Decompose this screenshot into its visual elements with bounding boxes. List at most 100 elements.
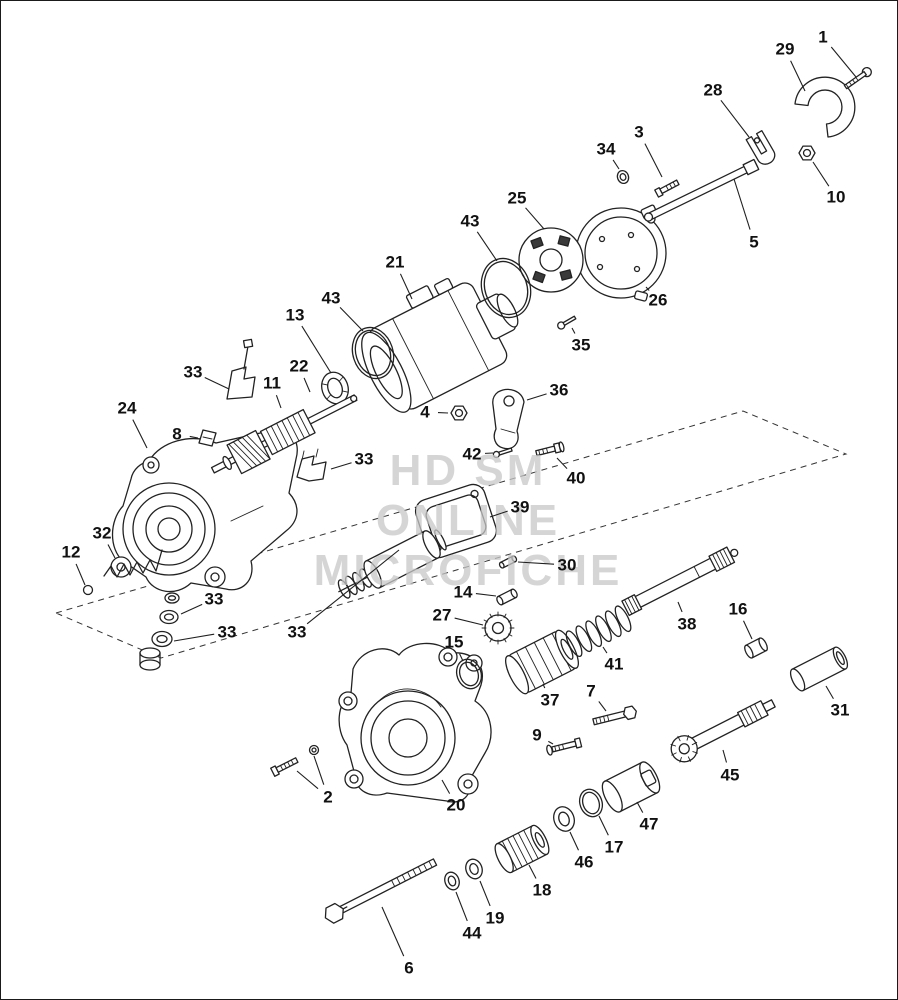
callout-8: 8 bbox=[172, 425, 181, 444]
callout-33: 33 bbox=[218, 623, 237, 642]
brush-bracket-33 bbox=[296, 448, 327, 482]
callout-35: 35 bbox=[572, 336, 591, 355]
washer-19 bbox=[465, 858, 483, 880]
o-ring-34 bbox=[616, 169, 630, 185]
callout-leader-32 bbox=[107, 544, 116, 559]
callout-6: 6 bbox=[404, 959, 413, 978]
callout-10: 10 bbox=[827, 188, 846, 207]
starter-motor-housing-21 bbox=[361, 277, 519, 413]
screw-35 bbox=[557, 315, 577, 330]
watermark-line-1: HD SM bbox=[390, 446, 547, 495]
callout-14: 14 bbox=[454, 583, 473, 602]
o-ring-43-front bbox=[351, 326, 395, 380]
callout-leader-2 bbox=[296, 770, 319, 790]
callout-leader-6 bbox=[381, 906, 405, 957]
callout-leader-21 bbox=[399, 273, 413, 300]
nut-4 bbox=[450, 405, 468, 421]
callout-43: 43 bbox=[461, 212, 480, 231]
retainer-clip-8 bbox=[198, 429, 217, 447]
spacer-16 bbox=[744, 637, 768, 659]
bolt-3 bbox=[654, 179, 680, 198]
gear-housing-20 bbox=[338, 642, 492, 803]
spring-41 bbox=[565, 605, 632, 658]
callout-leader-3 bbox=[644, 143, 663, 178]
callout-leader-41 bbox=[602, 646, 608, 654]
cup-47 bbox=[601, 761, 661, 813]
watermark-line-3: MICROFICHE bbox=[314, 546, 623, 595]
callout-leader-9 bbox=[548, 740, 554, 745]
callout-leader-20 bbox=[441, 779, 451, 794]
armature-11-22 bbox=[210, 394, 358, 475]
callout-leader-43 bbox=[476, 231, 498, 262]
callout-39: 39 bbox=[511, 498, 530, 517]
callout-leader-34 bbox=[612, 159, 620, 170]
washer-46 bbox=[553, 806, 575, 832]
callout-leader-29 bbox=[790, 60, 806, 92]
callout-41: 41 bbox=[605, 655, 624, 674]
callout-9: 9 bbox=[532, 726, 541, 745]
callout-leader-40 bbox=[556, 457, 568, 469]
callout-leader-24 bbox=[132, 419, 148, 449]
washer-2 bbox=[308, 744, 320, 756]
callout-leader-38 bbox=[677, 601, 683, 613]
mounting-bracket-33 bbox=[226, 338, 256, 400]
washer-44 bbox=[444, 871, 460, 891]
o-ring-15 bbox=[455, 658, 483, 690]
callout-leader-13 bbox=[301, 325, 332, 374]
callout-leader-28 bbox=[720, 99, 750, 138]
callout-30: 30 bbox=[558, 556, 577, 575]
o-ring-17 bbox=[578, 788, 604, 818]
callout-18: 18 bbox=[533, 881, 552, 900]
callout-28: 28 bbox=[704, 81, 723, 100]
brush-plate-25 bbox=[518, 227, 584, 293]
shaft-5 bbox=[643, 158, 760, 222]
watermark-line-2: ONLINE bbox=[376, 496, 560, 545]
callout-leader-37 bbox=[542, 683, 546, 689]
bolt-7 bbox=[592, 705, 637, 726]
ball-12 bbox=[82, 584, 94, 596]
callout-leader-16 bbox=[742, 620, 753, 640]
callout-leader-33 bbox=[204, 377, 230, 390]
callout-5: 5 bbox=[749, 233, 758, 252]
callout-leader-26 bbox=[645, 286, 650, 291]
callout-44: 44 bbox=[463, 924, 482, 943]
screw-1 bbox=[843, 66, 872, 90]
callout-1: 1 bbox=[818, 28, 827, 47]
callout-27: 27 bbox=[433, 606, 452, 625]
callout-leader-39 bbox=[489, 510, 508, 518]
gear-18 bbox=[494, 824, 550, 874]
callout-leader-14 bbox=[475, 593, 497, 597]
callout-32: 32 bbox=[93, 524, 112, 543]
callout-leader-7 bbox=[598, 701, 607, 712]
callout-12: 12 bbox=[62, 543, 81, 562]
callout-layer: 1292810533425432635214313221133248436424… bbox=[62, 28, 857, 978]
callout-37: 37 bbox=[541, 691, 560, 710]
gear-shaft-45 bbox=[670, 699, 776, 763]
callout-33: 33 bbox=[355, 450, 374, 469]
callout-42: 42 bbox=[463, 445, 482, 464]
callout-47: 47 bbox=[640, 815, 659, 834]
callout-leader-5 bbox=[733, 178, 751, 230]
callout-leader-44 bbox=[455, 891, 468, 922]
callout-leader-10 bbox=[812, 161, 830, 187]
callout-7: 7 bbox=[586, 682, 595, 701]
nut-10 bbox=[798, 145, 816, 161]
callout-22: 22 bbox=[290, 357, 309, 376]
screw-2 bbox=[270, 757, 299, 777]
roller-14 bbox=[496, 588, 518, 606]
callout-31: 31 bbox=[831, 701, 850, 720]
callout-leader-22 bbox=[303, 377, 311, 393]
callout-29: 29 bbox=[776, 40, 795, 59]
callout-leader-43 bbox=[339, 306, 364, 332]
callout-43: 43 bbox=[322, 289, 341, 308]
callout-leader-33 bbox=[330, 462, 352, 470]
callout-leader-12 bbox=[75, 563, 86, 586]
drive-end-housing-24 bbox=[110, 429, 298, 593]
callout-leader-15 bbox=[459, 653, 464, 662]
bolt-6 bbox=[324, 858, 438, 924]
callout-17: 17 bbox=[605, 838, 624, 857]
callout-leader-33 bbox=[180, 603, 203, 615]
callout-21: 21 bbox=[386, 253, 405, 272]
callout-20: 20 bbox=[447, 796, 466, 815]
